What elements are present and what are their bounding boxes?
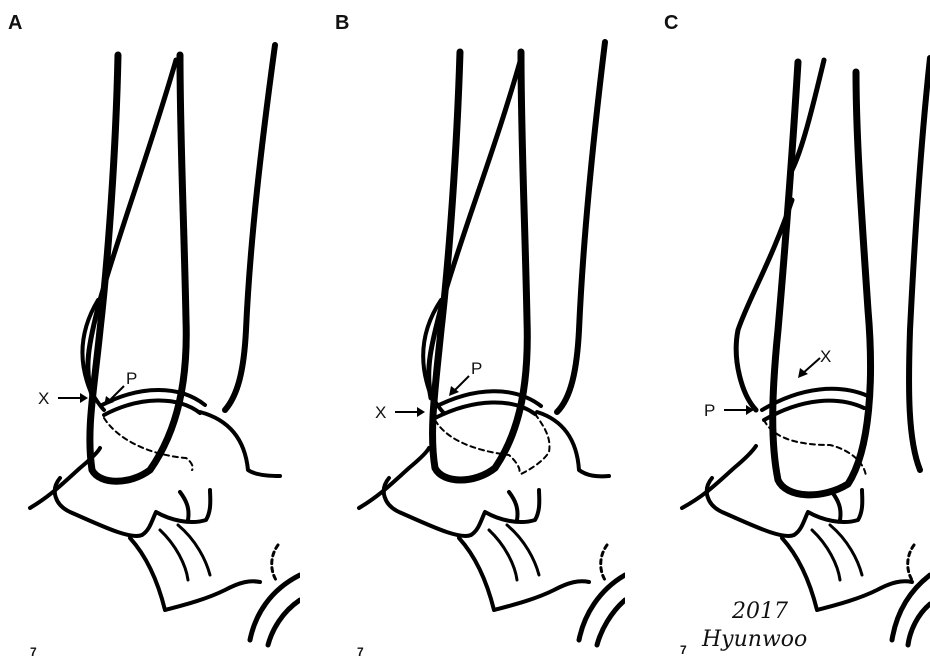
ankle-drawing-c: X P 2017 Hyunwoo 7 — [652, 0, 930, 659]
panel-a: A X P 7 — [0, 0, 300, 659]
corner-mark: 7 — [30, 645, 37, 659]
panel-c: C X P 2017 Hyunwoo 7 — [652, 0, 930, 659]
panel-b: B X P 7 — [325, 0, 625, 659]
label-x: X — [820, 347, 831, 366]
ankle-drawing-b: X P 7 — [325, 0, 625, 659]
signature-year: 2017 — [731, 599, 788, 624]
label-p: P — [126, 369, 137, 388]
ankle-drawing-a: X P 7 — [0, 0, 300, 659]
label-x: X — [375, 403, 386, 422]
label-x: X — [38, 389, 49, 408]
signature-name: Hyunwoo — [701, 627, 807, 652]
corner-mark: 7 — [680, 643, 687, 657]
label-p: P — [704, 401, 715, 420]
label-p: P — [471, 359, 482, 378]
corner-mark: 7 — [357, 645, 364, 659]
